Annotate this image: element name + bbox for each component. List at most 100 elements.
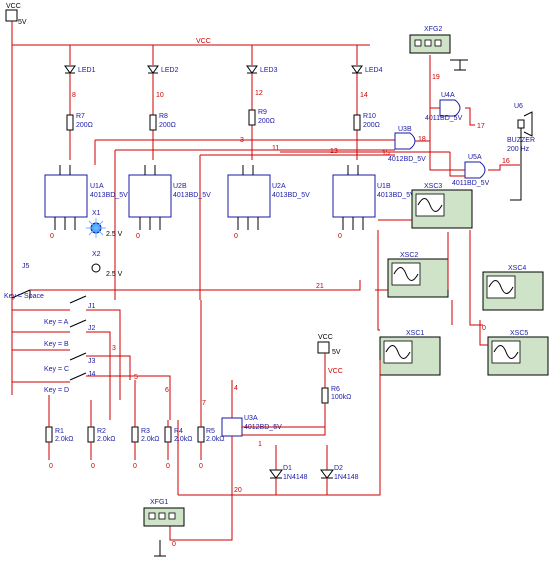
resistor-r5: R5 2.0kΩ	[197, 426, 224, 443]
vcc-top-label: VCC	[6, 3, 21, 10]
svg-text:U4A: U4A	[441, 92, 455, 99]
svg-text:1N4148: 1N4148	[283, 474, 308, 481]
vcc-source-top[interactable]: VCC 5V	[5, 3, 27, 26]
svg-text:R6: R6	[331, 386, 340, 393]
switch-j2[interactable]: J2 Key = B	[44, 319, 96, 348]
svg-text:0: 0	[482, 325, 486, 332]
svg-text:R10: R10	[363, 113, 376, 120]
svg-text:D2: D2	[334, 465, 343, 472]
svg-text:Key = C: Key = C	[44, 366, 69, 373]
led-3: LED3 12 R9 200Ω	[246, 65, 278, 160]
svg-text:BUZZER: BUZZER	[507, 137, 535, 144]
svg-text:U1B: U1B	[377, 183, 391, 190]
svg-text:10: 10	[156, 92, 164, 99]
switch-j4[interactable]: J4 Key = D	[44, 371, 96, 394]
vcc-source-mid[interactable]: VCC 5V	[317, 334, 341, 356]
svg-text:200Ω: 200Ω	[363, 122, 380, 129]
resistor-r3: R3 2.0kΩ	[131, 426, 159, 443]
oscilloscope-xsc2[interactable]: XSC2	[387, 252, 449, 298]
svg-text:D1: D1	[283, 465, 292, 472]
svg-text:U5A: U5A	[468, 154, 482, 161]
svg-text:14: 14	[360, 92, 368, 99]
resistor-r6: R6 100kΩ	[321, 386, 351, 404]
gate-u4a[interactable]: U4A 4011BD_5V	[425, 92, 463, 122]
oscilloscope-xsc3[interactable]: XSC3	[411, 183, 473, 229]
svg-text:4011BD_5V: 4011BD_5V	[452, 180, 490, 187]
svg-text:R8: R8	[159, 113, 168, 120]
svg-text:XFG2: XFG2	[424, 26, 442, 33]
svg-text:R2: R2	[97, 428, 106, 435]
svg-text:0: 0	[50, 233, 54, 240]
svg-text:4013BD_5V: 4013BD_5V	[173, 192, 211, 199]
svg-text:0: 0	[234, 233, 238, 240]
svg-text:200Ω: 200Ω	[258, 118, 275, 125]
svg-text:200 Hz: 200 Hz	[507, 146, 530, 153]
gate-u3a[interactable]: U3A 4012BD_5V	[221, 415, 282, 437]
flipflop-u2b[interactable]: U2B 4013BD_5V	[128, 165, 211, 230]
oscilloscope-xsc4[interactable]: XSC4	[482, 265, 544, 311]
svg-text:8: 8	[72, 92, 76, 99]
buzzer-u6[interactable]: U6 BUZZER 200 Hz	[507, 103, 535, 201]
svg-text:2.0kΩ: 2.0kΩ	[141, 436, 159, 443]
resistor-r2: R2 2.0kΩ	[87, 426, 115, 443]
svg-text:Key = Space: Key = Space	[4, 293, 44, 300]
svg-text:LED1: LED1	[78, 67, 96, 74]
svg-text:R7: R7	[76, 113, 85, 120]
svg-text:6: 6	[165, 387, 169, 394]
svg-text:LED4: LED4	[365, 67, 383, 74]
switch-j5[interactable]: J5 Key = Space	[4, 263, 44, 300]
function-generator-xfg1[interactable]: XFG1	[143, 499, 185, 557]
svg-text:R4: R4	[174, 428, 183, 435]
svg-text:XSC5: XSC5	[510, 330, 528, 337]
svg-text:U3A: U3A	[244, 415, 258, 422]
svg-text:4013BD_5V: 4013BD_5V	[377, 192, 415, 199]
svg-text:5: 5	[134, 374, 138, 381]
svg-text:3: 3	[240, 137, 244, 144]
svg-text:X1: X1	[92, 210, 101, 217]
svg-text:Key = B: Key = B	[44, 341, 69, 348]
svg-text:200Ω: 200Ω	[159, 122, 176, 129]
probe-x1: X1 2.5 V	[86, 210, 123, 238]
svg-text:0: 0	[136, 233, 140, 240]
resistor-r1: R1 2.0kΩ	[45, 426, 73, 443]
svg-text:0: 0	[133, 463, 137, 470]
resistor-r4: R4 2.0kΩ	[164, 426, 192, 443]
oscilloscope-xsc5[interactable]: XSC5	[487, 330, 549, 376]
gate-u3b[interactable]: U3B 4012BD_5V	[388, 126, 426, 163]
svg-text:12: 12	[255, 90, 263, 97]
svg-text:J1: J1	[88, 303, 96, 310]
svg-text:0: 0	[91, 463, 95, 470]
svg-text:2.5 V: 2.5 V	[106, 271, 123, 278]
svg-text:J5: J5	[22, 263, 30, 270]
switch-j1[interactable]: J1 Key = A	[44, 295, 96, 326]
svg-text:16: 16	[502, 158, 510, 165]
flipflop-u1a[interactable]: U1A 4013BD_5V	[44, 165, 128, 230]
flipflop-u1b[interactable]: U1B 4013BD_5V	[332, 165, 415, 230]
svg-text:U3B: U3B	[398, 126, 412, 133]
svg-text:3: 3	[112, 345, 116, 352]
gate-u5a[interactable]: U5A 4011BD_5V	[452, 154, 490, 187]
vcc-rail-label: VCC	[196, 38, 211, 45]
svg-text:7: 7	[202, 400, 206, 407]
svg-text:2.0kΩ: 2.0kΩ	[206, 436, 224, 443]
svg-text:13: 13	[330, 148, 338, 155]
svg-text:U2B: U2B	[173, 183, 187, 190]
svg-text:XSC1: XSC1	[406, 330, 424, 337]
svg-text:J4: J4	[88, 371, 96, 378]
function-generator-xfg2[interactable]: XFG2	[409, 26, 468, 71]
svg-text:U2A: U2A	[272, 183, 286, 190]
svg-text:20: 20	[234, 487, 242, 494]
svg-text:19: 19	[432, 74, 440, 81]
flipflop-u2a[interactable]: U2A 4013BD_5V	[227, 165, 310, 230]
led-1: LED1 8 R7 200Ω	[64, 65, 96, 160]
oscilloscope-xsc1[interactable]: XSC1	[379, 330, 441, 376]
svg-text:2.5 V: 2.5 V	[106, 231, 123, 238]
svg-text:XSC3: XSC3	[424, 183, 442, 190]
svg-text:R3: R3	[141, 428, 150, 435]
vcc-top-voltage: 5V	[18, 19, 27, 26]
svg-text:R1: R1	[55, 428, 64, 435]
switch-j3[interactable]: J3 Key = C	[44, 352, 96, 373]
svg-text:4011BD_5V: 4011BD_5V	[425, 115, 463, 122]
